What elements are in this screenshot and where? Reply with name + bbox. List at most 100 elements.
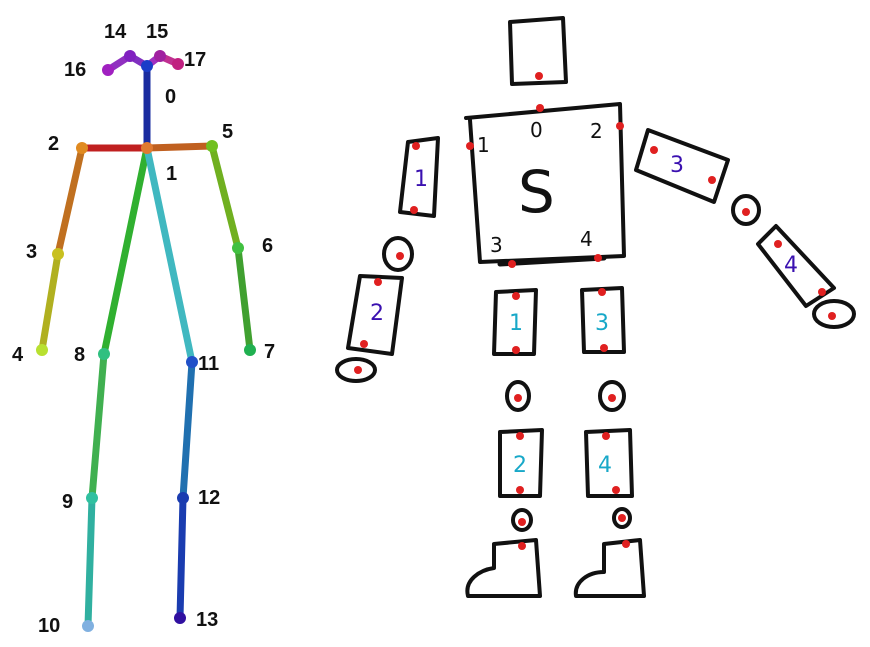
keypoint-14 [124,50,136,62]
sketch-torso-underline [497,255,607,267]
sketch-right-thigh [492,288,538,356]
sketch-labels: 0 1 2 3 4 S 1 2 3 4 1 2 3 4 [370,118,798,478]
right-thigh-label: 1 [509,311,523,336]
keypoint-label-16: 16 [64,59,86,81]
sketch-joint-dot [828,312,836,320]
keypoint-2 [76,142,88,154]
keypoint-12 [177,492,189,504]
sketch-joint-dot [708,176,716,184]
keypoint-label-17: 17 [184,49,206,71]
sketch-joint-dot [612,486,620,494]
sketch-joint-dot [594,254,602,262]
sketch-joint-dot [535,72,543,80]
bone-11-12 [179,358,196,502]
sketch-joint-dot [618,514,626,522]
bone-8-9 [88,350,108,502]
keypoint-3 [52,248,64,260]
bone-3-4 [38,250,62,354]
keypoint-label-10: 10 [38,615,60,637]
sketch-joint-dot [516,432,524,440]
sketch-right-knee [505,380,531,412]
keypoint-5 [206,140,218,152]
sketch-right-elbow [382,236,414,272]
sketch-joint-dot [518,542,526,550]
sketch-right-upper-arm [398,136,440,218]
keypoint-4 [36,344,48,356]
keypoint-label-1: 1 [166,163,177,185]
sketch-joint-dot [410,206,418,214]
bone-9-10 [84,494,96,630]
keypoint-label-14: 14 [104,21,127,43]
keypoint-0 [141,60,153,72]
sketch-joint-dot [742,208,750,216]
torso-corner-4: 4 [580,227,593,251]
torso-label: S [518,158,555,226]
keypoint-label-6: 6 [262,235,273,257]
left-shin-label: 4 [598,453,612,478]
sketch-left-thigh [580,286,626,354]
bone-1-8 [100,144,151,358]
bone-1-5 [143,142,216,152]
keypoint-15 [154,50,166,62]
torso-corner-1: 1 [477,133,490,157]
sketch-joint-dot [374,278,382,286]
sketch-left-lower-arm [756,224,836,308]
keypoint-label-8: 8 [74,344,85,366]
right-lower-arm-label: 2 [370,301,384,326]
sketch-joint-dot [608,394,616,402]
keypoint-label-12: 12 [198,487,220,509]
sketch-joint-dot [516,486,524,494]
sketch-joint-dot [600,344,608,352]
sketch-joint-dot [650,146,658,154]
keypoint-7 [244,344,256,356]
keypoint-1 [141,142,153,154]
keypoint-10 [82,620,94,632]
sketch-left-knee [598,380,626,412]
keypoint-label-11: 11 [198,353,219,375]
keypoint-label-13: 13 [196,609,218,631]
torso-corner-0: 0 [530,118,543,142]
keypoint-13 [174,612,186,624]
sketch-joint-dot [514,394,522,402]
keypoint-17 [172,58,184,70]
sketch-joint-dot [818,288,826,296]
hand-drawn-body-sketch [335,16,856,598]
sketch-right-hand [335,357,377,383]
left-lower-arm-label: 4 [784,253,798,278]
keypoint-label-2: 2 [48,133,59,155]
sketch-right-foot [465,538,542,598]
keypoint-16 [102,64,114,76]
sketch-joint-dot [396,252,404,260]
bone-12-13 [176,494,187,622]
keypoint-label-4: 4 [12,344,24,366]
sketch-joint-dot [518,518,526,526]
sketch-joint-dot [602,432,610,440]
keypoint-label-15: 15 [146,21,168,43]
sketch-joint-dot [354,366,362,374]
bone-5-6 [208,142,242,252]
sketch-left-foot [573,538,646,598]
bone-2-3 [54,144,86,258]
sketch-joint-dot [360,340,368,348]
sketch-joint-dot [412,142,420,150]
right-shin-label: 2 [513,453,527,478]
skeleton-bones [38,52,254,630]
sketch-joint-dot [508,260,516,268]
left-upper-arm-label: 3 [670,153,684,178]
keypoint-11 [186,356,198,368]
sketch-joint-dot [622,540,630,548]
sketch-right-ankle [511,508,533,532]
sketch-left-upper-arm [634,128,730,204]
keypoint-label-5: 5 [222,121,233,143]
sketch-torso [464,102,626,264]
sketch-left-elbow [731,194,761,226]
sketch-left-ankle [612,507,632,529]
bone-1-11 [143,144,196,366]
sketch-joint-dot [536,104,544,112]
sketch-head [508,16,568,86]
sketch-joint-dots [354,72,836,550]
left-thigh-label: 3 [595,311,609,336]
